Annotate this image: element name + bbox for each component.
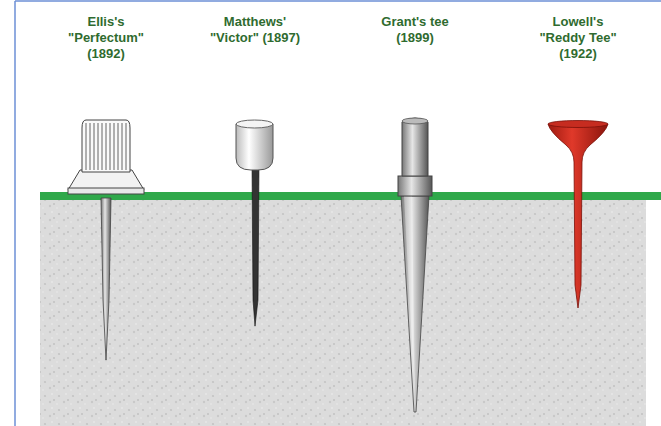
- bristle-stroke: [106, 123, 107, 170]
- grant-tee: [398, 118, 432, 412]
- bristle-stroke: [110, 123, 111, 170]
- tee-label: Ellis's "Perfectum" (1892): [60, 14, 152, 62]
- tee-label: Matthews' "Victor" (1897): [209, 14, 301, 46]
- bristle-stroke: [94, 123, 95, 170]
- bristle-stroke: [114, 123, 115, 170]
- reddy-tee: [548, 121, 608, 309]
- tee-label: Lowell's "Reddy Tee" (1922): [532, 14, 624, 62]
- tee-label: Grant's tee (1899): [369, 14, 461, 46]
- bristle-stroke: [86, 123, 87, 170]
- perfectum-tee: [68, 120, 144, 360]
- bristle-stroke: [118, 123, 119, 170]
- bristle-stroke: [90, 123, 91, 170]
- bristle-stroke: [102, 123, 103, 170]
- bristle-stroke: [98, 123, 99, 170]
- bristle-stroke: [126, 123, 127, 170]
- soil-ground: [40, 199, 646, 426]
- bristle-stroke: [122, 123, 123, 170]
- frame-line: [15, 0, 661, 2]
- victor-tee: [236, 120, 273, 326]
- frame-line: [14, 1, 16, 426]
